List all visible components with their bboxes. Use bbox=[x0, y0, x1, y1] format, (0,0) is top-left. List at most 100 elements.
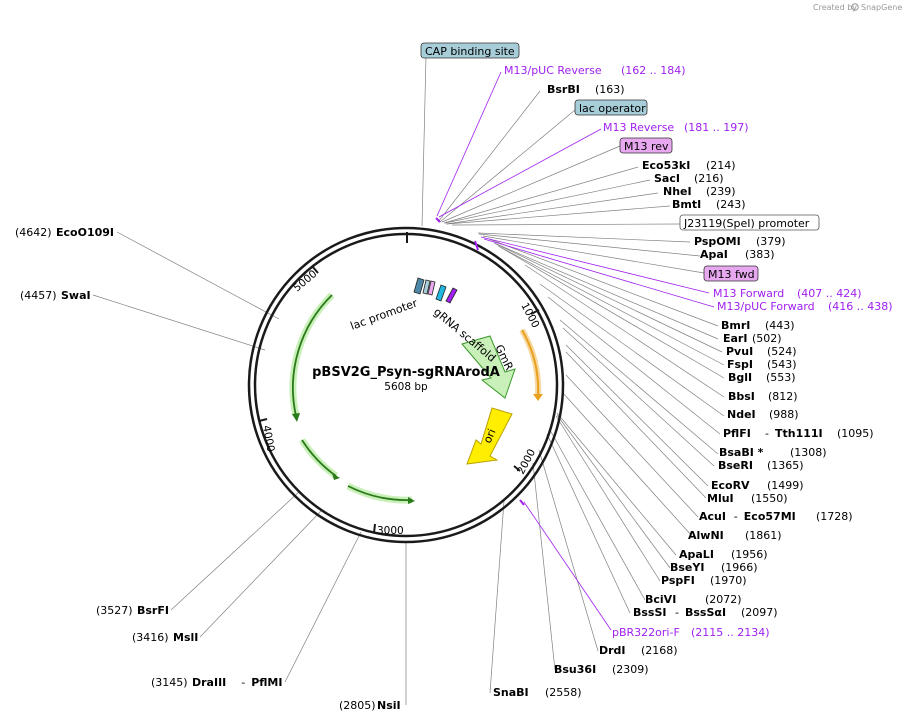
enzyme-name: BsrBI bbox=[547, 83, 580, 96]
primer-m13-puc-forward: M13/pUC Forward (416 .. 438) bbox=[717, 300, 893, 313]
green-feature-arrows bbox=[289, 292, 415, 504]
site-label-bmri: BmrI (443) bbox=[721, 319, 795, 332]
site-label-snabi: SnaBI (2558) bbox=[493, 686, 582, 699]
m13-rev-label: M13 rev bbox=[624, 140, 669, 153]
enzyme-name: Bsu36I bbox=[554, 663, 596, 676]
site-label-bcivi: BciVI(2072) bbox=[645, 593, 742, 606]
feature-box-cap-binding-site: CAP binding site bbox=[420, 42, 520, 59]
enzyme-name: SnaBI bbox=[493, 686, 529, 699]
site-label-bsrfi: (3527)BsrFI bbox=[96, 604, 169, 617]
site-position: (383) bbox=[745, 248, 775, 261]
enzyme-name: DrdI bbox=[599, 644, 626, 657]
small-feature-marks bbox=[413, 217, 525, 506]
enzyme-name: BglI bbox=[728, 371, 752, 384]
site-position: (812) bbox=[768, 390, 798, 403]
enzyme-name-2: PflMI bbox=[251, 676, 282, 689]
restriction-sites-left: (4642)EcoO109I(4457)SwaI(3527)BsrFI(3416… bbox=[15, 226, 401, 712]
primer-name: M13 Reverse bbox=[603, 121, 674, 134]
site-label-pflfi: PflFI-Tth111I(1095) bbox=[723, 427, 874, 440]
site-label-ecoo109i: (4642)EcoO109I bbox=[15, 226, 114, 239]
feature-box-lac-operator: lac operator bbox=[574, 99, 648, 116]
site-position: (1550) bbox=[751, 492, 788, 505]
site-label-draiii: (3145)DraIII-PflMI bbox=[151, 676, 282, 689]
site-position: (243) bbox=[716, 198, 746, 211]
enzyme-name: MslI bbox=[173, 631, 198, 644]
site-position: (214) bbox=[706, 159, 736, 172]
site-label-ndei: NdeI(988) bbox=[727, 408, 799, 421]
site-position: (3416) bbox=[132, 631, 169, 644]
enzyme-name-2: BssSαI bbox=[685, 606, 726, 619]
primer-range: (407 .. 424) bbox=[797, 287, 862, 300]
tick-marks bbox=[258, 232, 540, 534]
site-label-fspi: FspI(543) bbox=[727, 358, 797, 371]
cap-binding-site-label: CAP binding site bbox=[425, 45, 515, 58]
enzyme-name-2: Tth111I bbox=[775, 427, 823, 440]
primer-range: (2115 .. 2134) bbox=[691, 626, 770, 639]
ori-feature-arrow bbox=[466, 407, 513, 465]
enzyme-name: EarI bbox=[723, 332, 747, 345]
snapgene-logo-icon bbox=[851, 3, 859, 11]
site-label-saci: SacI(216) bbox=[654, 172, 724, 185]
enzyme-name: PvuI bbox=[726, 345, 753, 358]
site-position: (1095) bbox=[837, 427, 874, 440]
leader-lines bbox=[92, 55, 725, 705]
site-position: (163) bbox=[595, 83, 625, 96]
name-separator: - bbox=[675, 606, 679, 619]
site-position: (2309) bbox=[612, 663, 649, 676]
site-position: (553) bbox=[766, 371, 796, 384]
feature-box-j23119: J23119(SpeI) promoter bbox=[679, 214, 820, 231]
site-position: (1956) bbox=[731, 548, 768, 561]
site-label-eco53ki: Eco53kI (214) bbox=[642, 159, 736, 172]
name-separator: - bbox=[734, 510, 738, 523]
enzyme-name: PspFI bbox=[661, 574, 695, 587]
watermark-brand: SnapGene bbox=[861, 3, 902, 12]
enzyme-name: FspI bbox=[727, 358, 753, 371]
site-position: (443) bbox=[765, 319, 795, 332]
site-label-bsu36i: Bsu36I (2309) bbox=[554, 663, 649, 676]
site-position: (2805) bbox=[339, 699, 376, 712]
site-position: (2558) bbox=[545, 686, 582, 699]
tick-label-3000: 3000 bbox=[377, 525, 404, 537]
site-label-apai: ApaI(383) bbox=[700, 248, 775, 261]
lac-operator-label: lac operator bbox=[579, 102, 646, 115]
enzyme-name: EcoRV bbox=[711, 479, 750, 492]
enzyme-name: BseRI bbox=[718, 459, 753, 472]
tick-label-4000: 4000 bbox=[260, 424, 276, 452]
enzyme-name: BbsI bbox=[728, 390, 755, 403]
site-label-msli: (3416) MslI bbox=[132, 631, 198, 644]
site-label-pvui: PvuI(524) bbox=[726, 345, 797, 358]
site-position: (239) bbox=[706, 185, 736, 198]
site-label-nsii: (2805)NsiI bbox=[339, 699, 401, 712]
site-label-eari: EarI(502) bbox=[723, 332, 782, 345]
enzyme-name: BmrI bbox=[721, 319, 750, 332]
site-position: (4642) bbox=[15, 226, 52, 239]
site-label-bseri: BseRI (1365) bbox=[718, 459, 804, 472]
enzyme-name: NsiI bbox=[377, 699, 401, 712]
site-label-acui: AcuI-Eco57MI(1728) bbox=[699, 510, 853, 523]
enzyme-name: MluI bbox=[707, 492, 734, 505]
primer-leaders bbox=[436, 71, 715, 631]
site-position: (1365) bbox=[767, 459, 804, 472]
enzyme-name: AlwNI bbox=[688, 529, 724, 542]
site-position: (379) bbox=[756, 235, 786, 248]
enzyme-name: BmtI bbox=[672, 198, 701, 211]
site-label-pspfi: PspFI(1970) bbox=[661, 574, 747, 587]
site-label-bsssi: BssSI-BssSαI(2097) bbox=[633, 606, 778, 619]
primer-name: M13 Forward bbox=[713, 287, 784, 300]
site-label-alwni: AlwNI(1861) bbox=[688, 529, 782, 542]
enzyme-name: Eco53kI bbox=[642, 159, 690, 172]
name-separator: - bbox=[241, 676, 245, 689]
primer-name: M13/pUC Reverse bbox=[504, 64, 602, 77]
grna-scaffold-label: gRNA scaffold bbox=[431, 305, 498, 364]
site-label-pspomi: PspOMI(379) bbox=[694, 235, 786, 248]
primer-name: M13/pUC Forward bbox=[717, 300, 815, 313]
primer-name: pBR322ori-F bbox=[612, 626, 680, 639]
site-position: (1308) bbox=[790, 446, 827, 459]
site-position: (2097) bbox=[741, 606, 778, 619]
site-label-apali: ApaLI(1956) bbox=[679, 548, 768, 561]
site-label-bsabi: BsaBI * (1308) bbox=[719, 446, 827, 459]
enzyme-name: BsaBI * bbox=[719, 446, 764, 459]
enzyme-name: AcuI bbox=[699, 510, 726, 523]
tick-label-1000: 1000 bbox=[518, 301, 541, 330]
